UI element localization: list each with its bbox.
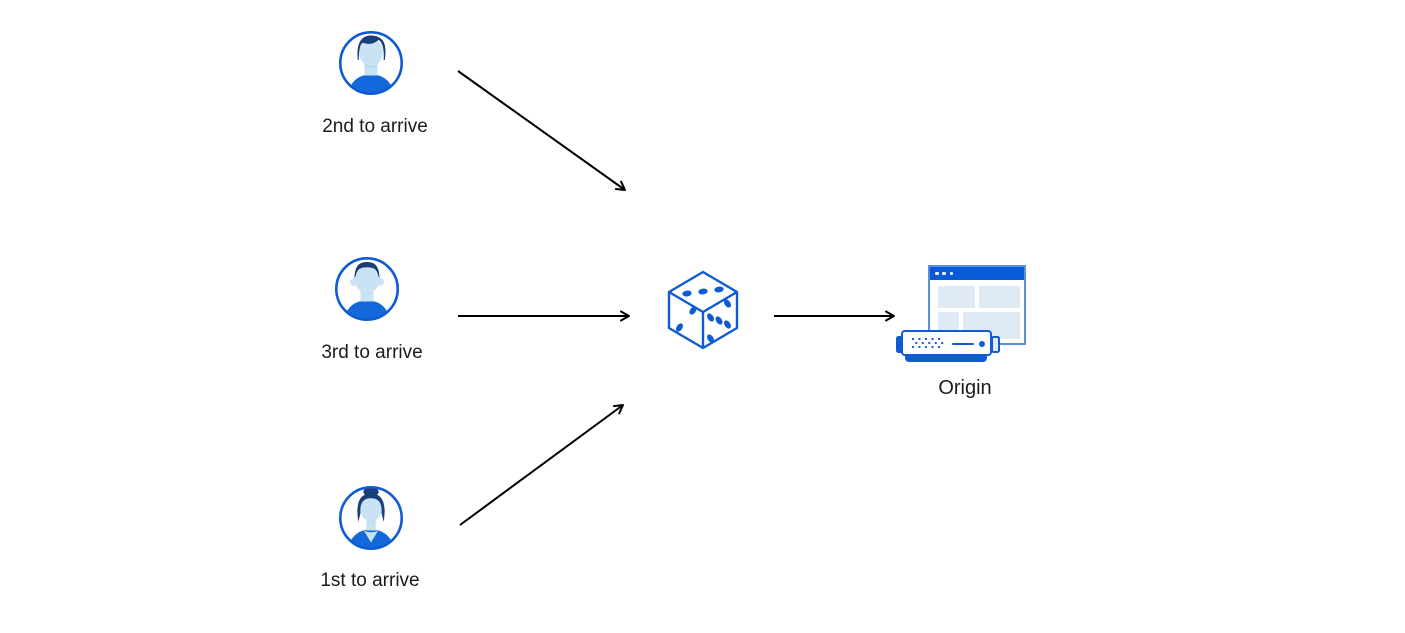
male-avatar-icon bbox=[334, 256, 400, 322]
origin-server-icon bbox=[896, 329, 1000, 363]
server-left-tab bbox=[896, 336, 905, 353]
neck bbox=[366, 516, 376, 531]
server-vents bbox=[911, 337, 944, 349]
content-block bbox=[938, 286, 975, 308]
browser-titlebar bbox=[930, 267, 1024, 280]
client-bottom-label: 1st to arrive bbox=[320, 570, 420, 591]
dice-edges bbox=[668, 290, 738, 348]
client-top-label: 2nd to arrive bbox=[322, 116, 428, 137]
hair bbox=[354, 262, 380, 279]
face bbox=[354, 266, 380, 294]
server-body bbox=[901, 330, 992, 356]
window-dot-icon bbox=[942, 271, 947, 276]
arrow-client_top-to-randomizer bbox=[457, 70, 626, 191]
content-block bbox=[979, 286, 1020, 308]
arrow-client_bottom-to-randomizer bbox=[459, 404, 624, 526]
dice-pips bbox=[676, 286, 731, 343]
server-led-icon bbox=[979, 340, 985, 347]
server-right-tab bbox=[991, 336, 1000, 353]
hair bbox=[357, 35, 386, 60]
server-base bbox=[905, 355, 987, 362]
chest bbox=[363, 530, 379, 543]
face bbox=[359, 38, 383, 67]
male-avatar-icon bbox=[334, 256, 400, 322]
male-avatar-icon bbox=[338, 30, 404, 96]
dice-icon bbox=[667, 270, 739, 350]
female-avatar-icon bbox=[338, 485, 404, 551]
dice-icon bbox=[667, 270, 739, 350]
window-dot-icon bbox=[935, 271, 939, 276]
server-slot bbox=[952, 342, 974, 346]
window-dot-icon bbox=[949, 271, 954, 276]
origin-label: Origin bbox=[938, 377, 992, 399]
hair-bun bbox=[363, 488, 379, 497]
female-avatar-icon bbox=[338, 485, 404, 551]
face bbox=[359, 494, 383, 522]
client-middle-label: 3rd to arrive bbox=[321, 342, 423, 363]
male-avatar-icon bbox=[338, 30, 404, 96]
